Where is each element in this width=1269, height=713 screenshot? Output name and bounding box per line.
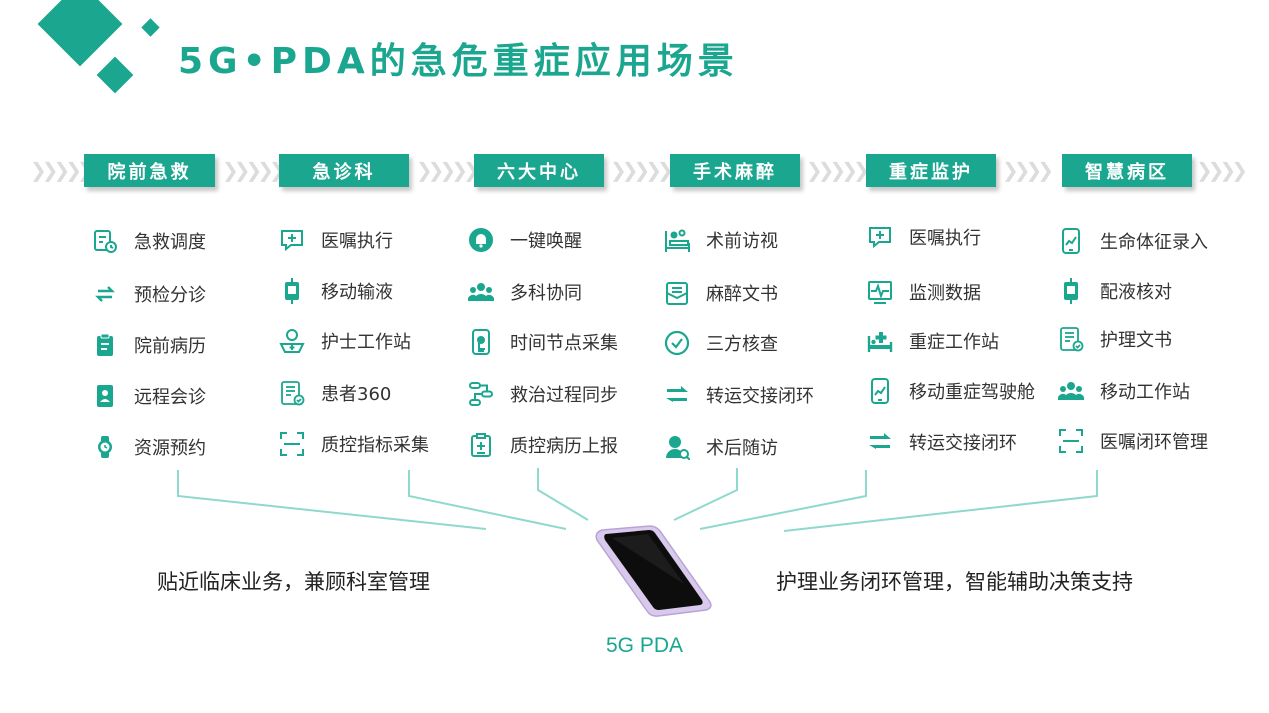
transfer-icon: [664, 382, 690, 408]
connector-6: [783, 470, 1098, 532]
list-item[interactable]: 转运交接闭环: [664, 379, 814, 411]
list-item[interactable]: 护理文书: [1058, 323, 1172, 355]
phone-touch-icon: [468, 329, 494, 355]
list-item[interactable]: 麻醉文书: [664, 277, 778, 309]
visit-icon: [664, 227, 690, 253]
record-icon: [1058, 326, 1084, 352]
transfer-icon: [867, 429, 893, 455]
list-item[interactable]: 术后随访: [664, 431, 778, 463]
category-surgery-anesthesia[interactable]: 手术麻醉: [670, 154, 800, 187]
pda-device: [595, 525, 712, 617]
list-item[interactable]: 转运交接闭环: [867, 426, 1017, 458]
chevron-arrows: ❯❯❯❯: [1002, 158, 1054, 182]
chevron-arrows: ❯❯❯❯❯: [30, 158, 94, 182]
list-item[interactable]: 术前访视: [664, 224, 778, 256]
list-item[interactable]: 移动工作站: [1058, 375, 1190, 407]
category-prehospital[interactable]: 院前急救: [84, 154, 215, 187]
connector-4: [673, 468, 738, 521]
bed-icon: [867, 328, 893, 354]
dispatch-icon: [92, 228, 118, 254]
connector-5: [699, 470, 867, 530]
caption-left: 贴近临床业务，兼顾科室管理: [157, 570, 430, 594]
page-title: 5G•PDA的急危重症应用场景: [178, 41, 739, 82]
chat-plus-icon: [279, 227, 305, 253]
chat-plus-icon: [867, 224, 893, 250]
list-item[interactable]: 远程会诊: [92, 380, 206, 412]
list-item[interactable]: 患者360: [279, 377, 391, 409]
chevron-arrows: ❯❯❯❯❯: [416, 158, 480, 182]
swap-icon: [92, 281, 118, 307]
check-circle-icon: [664, 330, 690, 356]
chevron-arrows: ❯❯❯❯❯: [610, 158, 674, 182]
list-item[interactable]: 救治过程同步: [468, 378, 618, 410]
connector-2: [408, 470, 567, 530]
list-item[interactable]: 预检分诊: [92, 278, 206, 310]
phone-chart-icon: [867, 378, 893, 404]
scan-icon: [1058, 428, 1084, 454]
list-item[interactable]: 移动重症驾驶舱: [867, 375, 1035, 407]
list-item[interactable]: 质控病历上报: [468, 429, 618, 461]
chevron-arrows: ❯❯❯❯: [1196, 158, 1248, 182]
nurse-icon: [279, 328, 305, 354]
list-item[interactable]: 一键唤醒: [468, 224, 582, 256]
list-item[interactable]: 重症工作站: [867, 325, 999, 357]
watch-icon: [92, 434, 118, 460]
clipboard-plus-icon: [468, 432, 494, 458]
document-icon: [664, 280, 690, 306]
category-emergency[interactable]: 急诊科: [279, 154, 409, 187]
pda-label: 5G PDA: [606, 634, 684, 657]
team-icon: [468, 279, 494, 305]
list-item[interactable]: 时间节点采集: [468, 326, 618, 358]
consult-icon: [92, 383, 118, 409]
category-six-centers[interactable]: 六大中心: [474, 154, 604, 187]
chevron-arrows: ❯❯❯❯❯: [222, 158, 286, 182]
monitor-icon: [867, 279, 893, 305]
list-item[interactable]: 医嘱闭环管理: [1058, 425, 1208, 457]
pda-device-glare: [612, 534, 684, 584]
list-item[interactable]: 资源预约: [92, 431, 206, 463]
list-item[interactable]: 急救调度: [92, 225, 206, 257]
connector-3: [537, 468, 589, 521]
category-smart-ward[interactable]: 智慧病区: [1062, 154, 1192, 187]
scan-icon: [279, 431, 305, 457]
list-item[interactable]: 监测数据: [867, 276, 981, 308]
record-icon: [279, 380, 305, 406]
list-item[interactable]: 三方核查: [664, 327, 778, 359]
list-item[interactable]: 生命体征录入: [1058, 225, 1208, 257]
phone-chart-icon: [1058, 228, 1084, 254]
list-item[interactable]: 护士工作站: [279, 325, 411, 357]
doctor-search-icon: [664, 434, 690, 460]
team-icon: [1058, 378, 1084, 404]
list-item[interactable]: 配液核对: [1058, 275, 1172, 307]
category-icu[interactable]: 重症监护: [866, 154, 996, 187]
connector-1: [177, 470, 487, 530]
list-item[interactable]: 医嘱执行: [867, 221, 981, 253]
bell-icon: [468, 227, 494, 253]
infusion-icon: [279, 278, 305, 304]
flow-icon: [468, 381, 494, 407]
list-item[interactable]: 院前病历: [92, 329, 206, 361]
list-item[interactable]: 质控指标采集: [279, 428, 429, 460]
list-item[interactable]: 移动输液: [279, 275, 393, 307]
caption-right: 护理业务闭环管理，智能辅助决策支持: [776, 570, 1133, 594]
list-item[interactable]: 医嘱执行: [279, 224, 393, 256]
pda-device-screen: [604, 530, 703, 610]
chevron-arrows: ❯❯❯❯❯: [806, 158, 870, 182]
list-item[interactable]: 多科协同: [468, 276, 582, 308]
infusion-icon: [1058, 278, 1084, 304]
clipboard-icon: [92, 332, 118, 358]
